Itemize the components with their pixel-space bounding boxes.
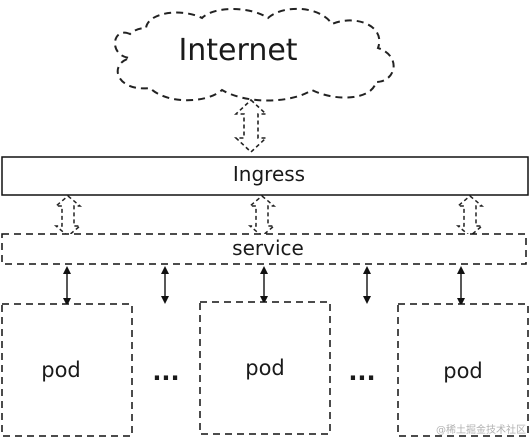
pod-label-3: pod	[443, 359, 483, 383]
ingress-service-connector-left	[53, 195, 83, 237]
internet-ingress-connector	[233, 98, 269, 154]
ellipsis-1: ...	[152, 358, 179, 386]
pod-label-2: pod	[245, 356, 285, 380]
ingress-label: Ingress	[233, 162, 305, 186]
pod-box-1	[1, 303, 133, 437]
service-label: service	[232, 236, 304, 260]
internet-cloud: Internet	[114, 7, 395, 102]
pod-box-3	[397, 303, 529, 437]
ingress-box	[1, 156, 529, 196]
service-box	[1, 233, 527, 265]
pod-box-2	[199, 301, 331, 435]
pod-label-1: pod	[41, 358, 81, 382]
ingress-service-connector-center	[247, 195, 277, 237]
ellipsis-2: ...	[348, 358, 375, 386]
ingress-service-connector-right	[455, 195, 485, 237]
watermark: @稀土掘金技术社区	[436, 423, 526, 436]
internet-label: Internet	[178, 33, 297, 68]
